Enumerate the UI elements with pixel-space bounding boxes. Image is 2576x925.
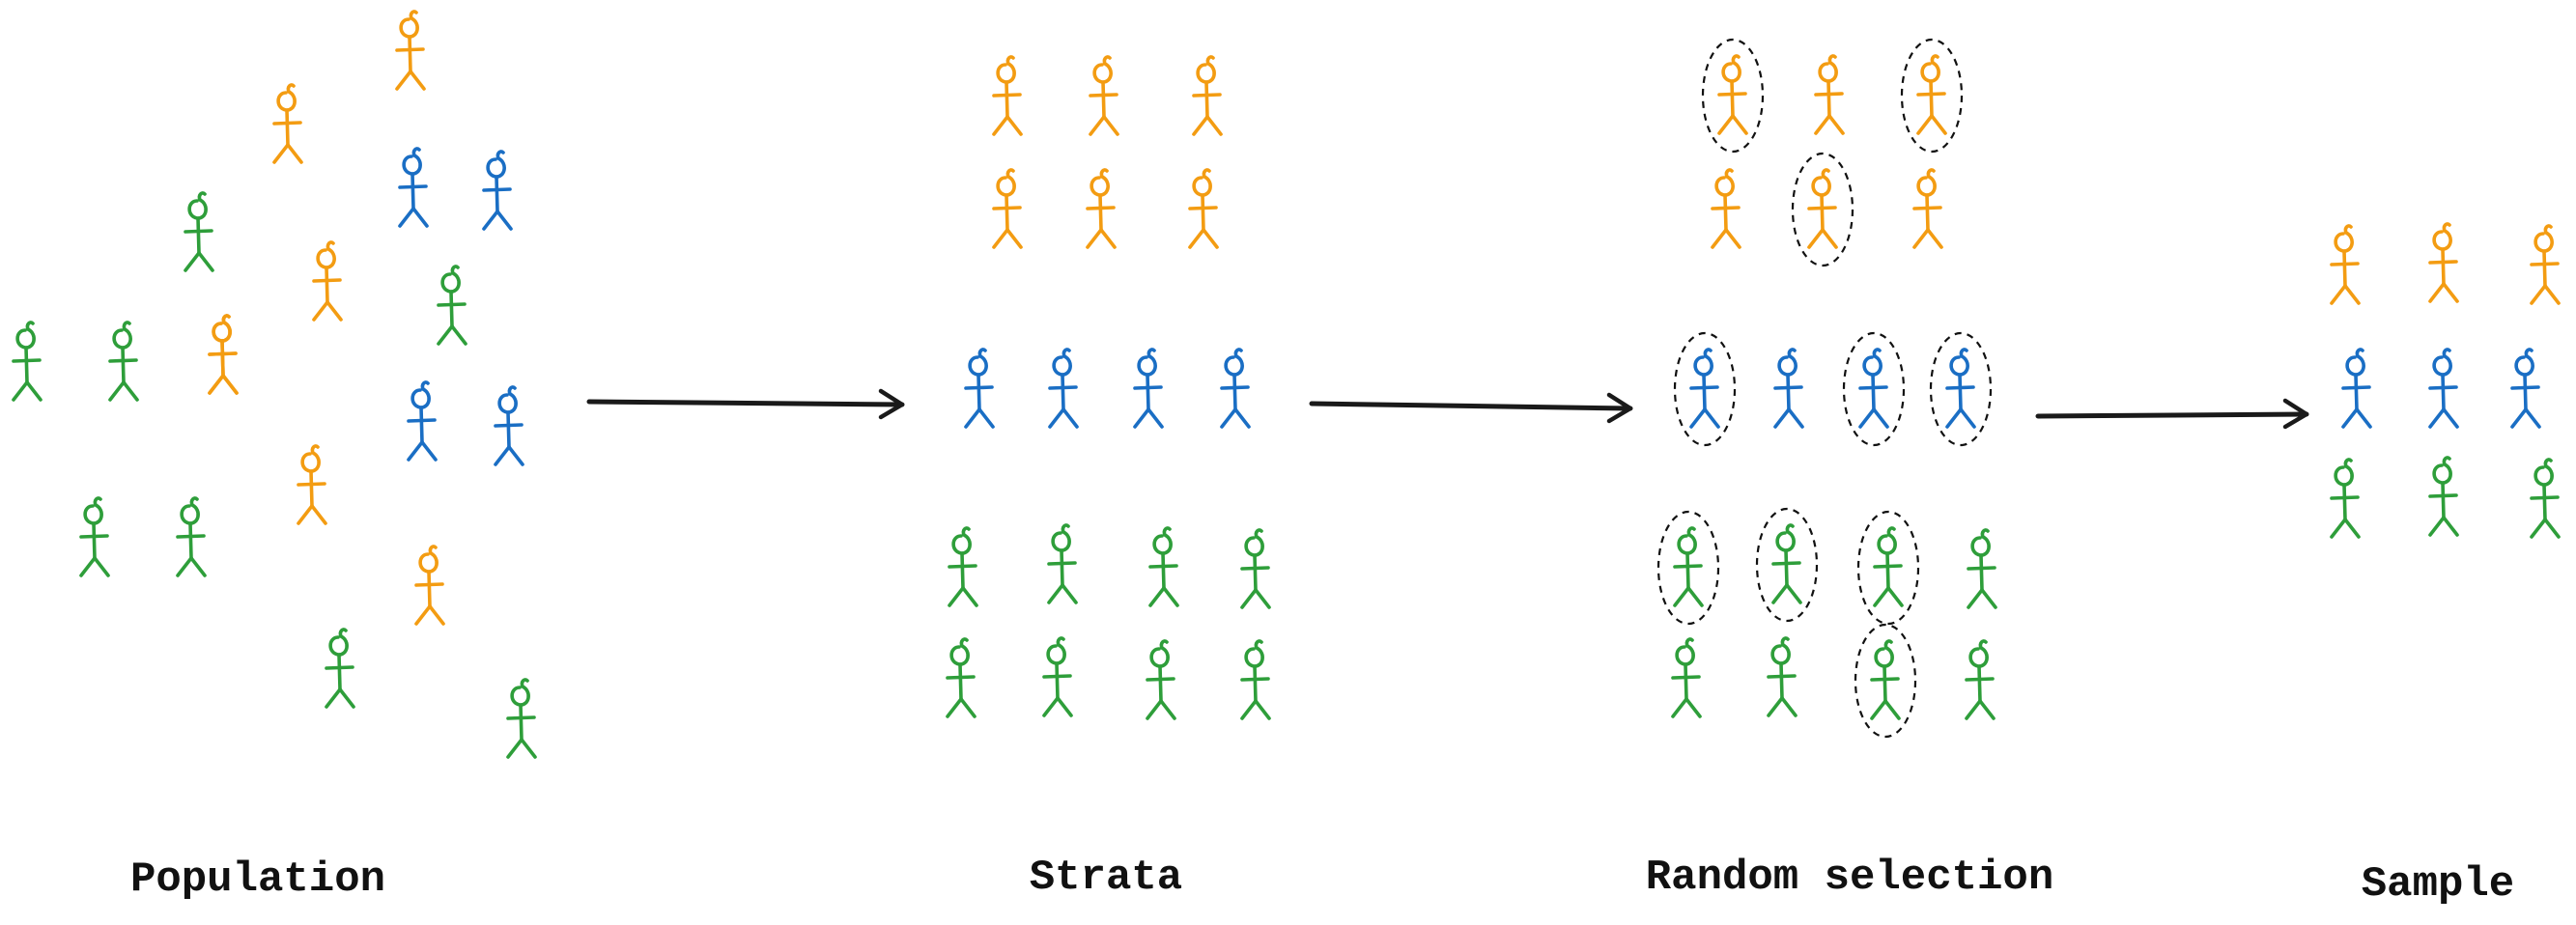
person-icon-orange <box>1916 54 1947 135</box>
person-icon-orange <box>297 444 327 525</box>
person-icon-blue <box>407 380 438 462</box>
person-icon-green <box>2428 456 2459 537</box>
person-icon-blue <box>398 147 429 228</box>
person-icon-green <box>1240 639 1271 720</box>
person-icon-orange <box>992 168 1023 249</box>
selection-ring <box>1673 331 1737 447</box>
person-icon-green <box>506 678 537 759</box>
person-icon-green <box>2330 458 2361 539</box>
arrow-random-selection-to-sample <box>2035 398 2309 430</box>
person-icon-orange <box>1188 168 1219 249</box>
person-icon-orange <box>1814 54 1845 135</box>
person-icon-orange <box>1192 55 1223 136</box>
person-icon-orange <box>2428 222 2459 303</box>
person-icon-orange <box>1086 168 1117 249</box>
label-population: Population <box>130 855 385 904</box>
person-icon-green <box>1042 636 1073 717</box>
random-selection-group <box>1656 38 1997 739</box>
person-icon-orange <box>395 10 426 91</box>
person-icon-blue <box>1945 348 1976 429</box>
selection-ring <box>1856 510 1920 626</box>
person-icon-green <box>1671 637 1702 718</box>
person-icon-green <box>948 526 978 607</box>
selection-ring <box>1900 38 1964 154</box>
person-icon-blue <box>1048 348 1079 429</box>
person-icon-orange <box>2530 224 2561 305</box>
person-icon-green <box>1148 526 1179 607</box>
person-icon-green <box>1873 526 1904 607</box>
selection-ring <box>1854 623 1917 739</box>
population-group <box>12 10 537 759</box>
person-icon-green <box>325 628 355 709</box>
person-icon-orange <box>208 314 239 395</box>
person-icon-green <box>2530 458 2561 539</box>
label-sample: Sample <box>2362 860 2514 909</box>
person-icon-orange <box>1912 168 1943 249</box>
person-icon-blue <box>1220 348 1251 429</box>
person-icon-blue <box>2341 348 2372 429</box>
sample-group <box>2330 222 2561 539</box>
person-icon-green <box>12 321 42 402</box>
person-icon-orange <box>1807 168 1838 249</box>
person-icon-green <box>1146 639 1176 720</box>
selection-ring <box>1701 38 1765 154</box>
person-icon-green <box>108 321 139 402</box>
person-icon-green <box>79 496 110 577</box>
selection-ring <box>1929 331 1993 447</box>
selection-ring <box>1755 507 1819 623</box>
person-icon-green <box>437 265 467 346</box>
selection-ring <box>1842 331 1906 447</box>
person-icon-orange <box>272 83 303 164</box>
person-icon-blue <box>1773 348 1804 429</box>
person-icon-orange <box>1089 55 1119 136</box>
selection-ring <box>1656 510 1720 626</box>
arrow-strata-to-random-selection <box>1309 392 1633 424</box>
person-icon-orange <box>2330 224 2361 305</box>
person-icon-green <box>946 637 977 718</box>
person-icon-blue <box>1689 348 1720 429</box>
person-icon-blue <box>494 385 524 466</box>
person-icon-green <box>1870 639 1901 720</box>
person-icon-orange <box>1711 168 1741 249</box>
person-icon-green <box>1767 636 1798 717</box>
strata-group <box>946 55 1271 720</box>
person-icon-blue <box>482 150 513 231</box>
person-icon-blue <box>2428 348 2459 429</box>
person-icon-blue <box>964 348 995 429</box>
person-icon-green <box>1771 523 1802 604</box>
person-icon-blue <box>2510 348 2541 429</box>
person-icon-orange <box>312 240 343 322</box>
person-icon-blue <box>1858 348 1889 429</box>
person-icon-green <box>1047 523 1078 604</box>
person-icon-orange <box>1717 54 1748 135</box>
person-icon-green <box>1673 526 1704 607</box>
person-icon-green <box>176 496 207 577</box>
label-random-selection: Random selection <box>1646 854 2053 902</box>
person-icon-green <box>1965 639 1996 720</box>
person-icon-green <box>184 191 214 272</box>
person-icon-blue <box>1133 348 1164 429</box>
person-icon-green <box>1240 528 1271 609</box>
person-icon-orange <box>992 55 1023 136</box>
person-icon-green <box>1967 528 1997 609</box>
arrow-population-to-strata <box>586 388 905 420</box>
label-strata: Strata <box>1030 854 1182 902</box>
person-icon-orange <box>414 545 445 626</box>
selection-ring <box>1791 152 1854 267</box>
